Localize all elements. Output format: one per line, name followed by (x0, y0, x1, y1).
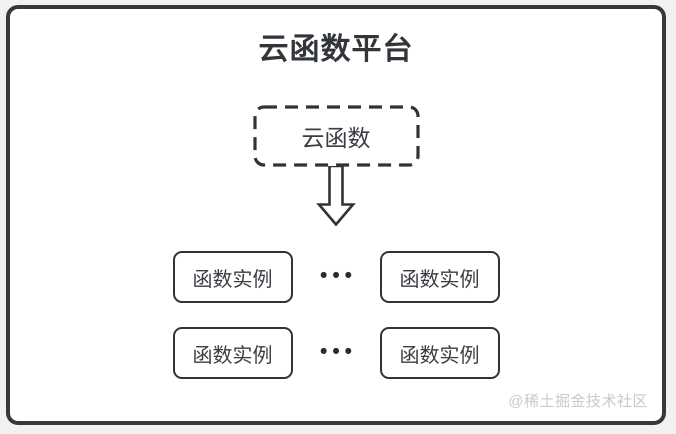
ellipsis-icon: ••• (319, 339, 358, 363)
diagram-panel: 云函数平台 云函数 函数实例 ••• 函数实例 函数实例 ••• 函数实例 @稀… (6, 5, 666, 425)
function-instance-box: 函数实例 (172, 327, 293, 379)
function-instance-box: 函数实例 (379, 327, 500, 379)
cloud-function-label: 云函数 (301, 125, 371, 151)
page-title: 云函数平台 (258, 33, 414, 66)
instance-row: 函数实例 ••• 函数实例 (172, 251, 500, 303)
function-instance-box: 函数实例 (172, 251, 293, 303)
ellipsis-icon: ••• (319, 263, 358, 287)
down-arrow-icon (316, 166, 356, 226)
flow-arrow (316, 166, 356, 226)
instances-grid: 函数实例 ••• 函数实例 函数实例 ••• 函数实例 (172, 251, 500, 379)
dashed-border (252, 105, 420, 167)
watermark: @稀土掘金技术社区 (508, 393, 648, 410)
instance-row: 函数实例 ••• 函数实例 (172, 327, 500, 379)
cloud-function-node: 云函数 (252, 105, 420, 167)
function-instance-box: 函数实例 (379, 251, 500, 303)
